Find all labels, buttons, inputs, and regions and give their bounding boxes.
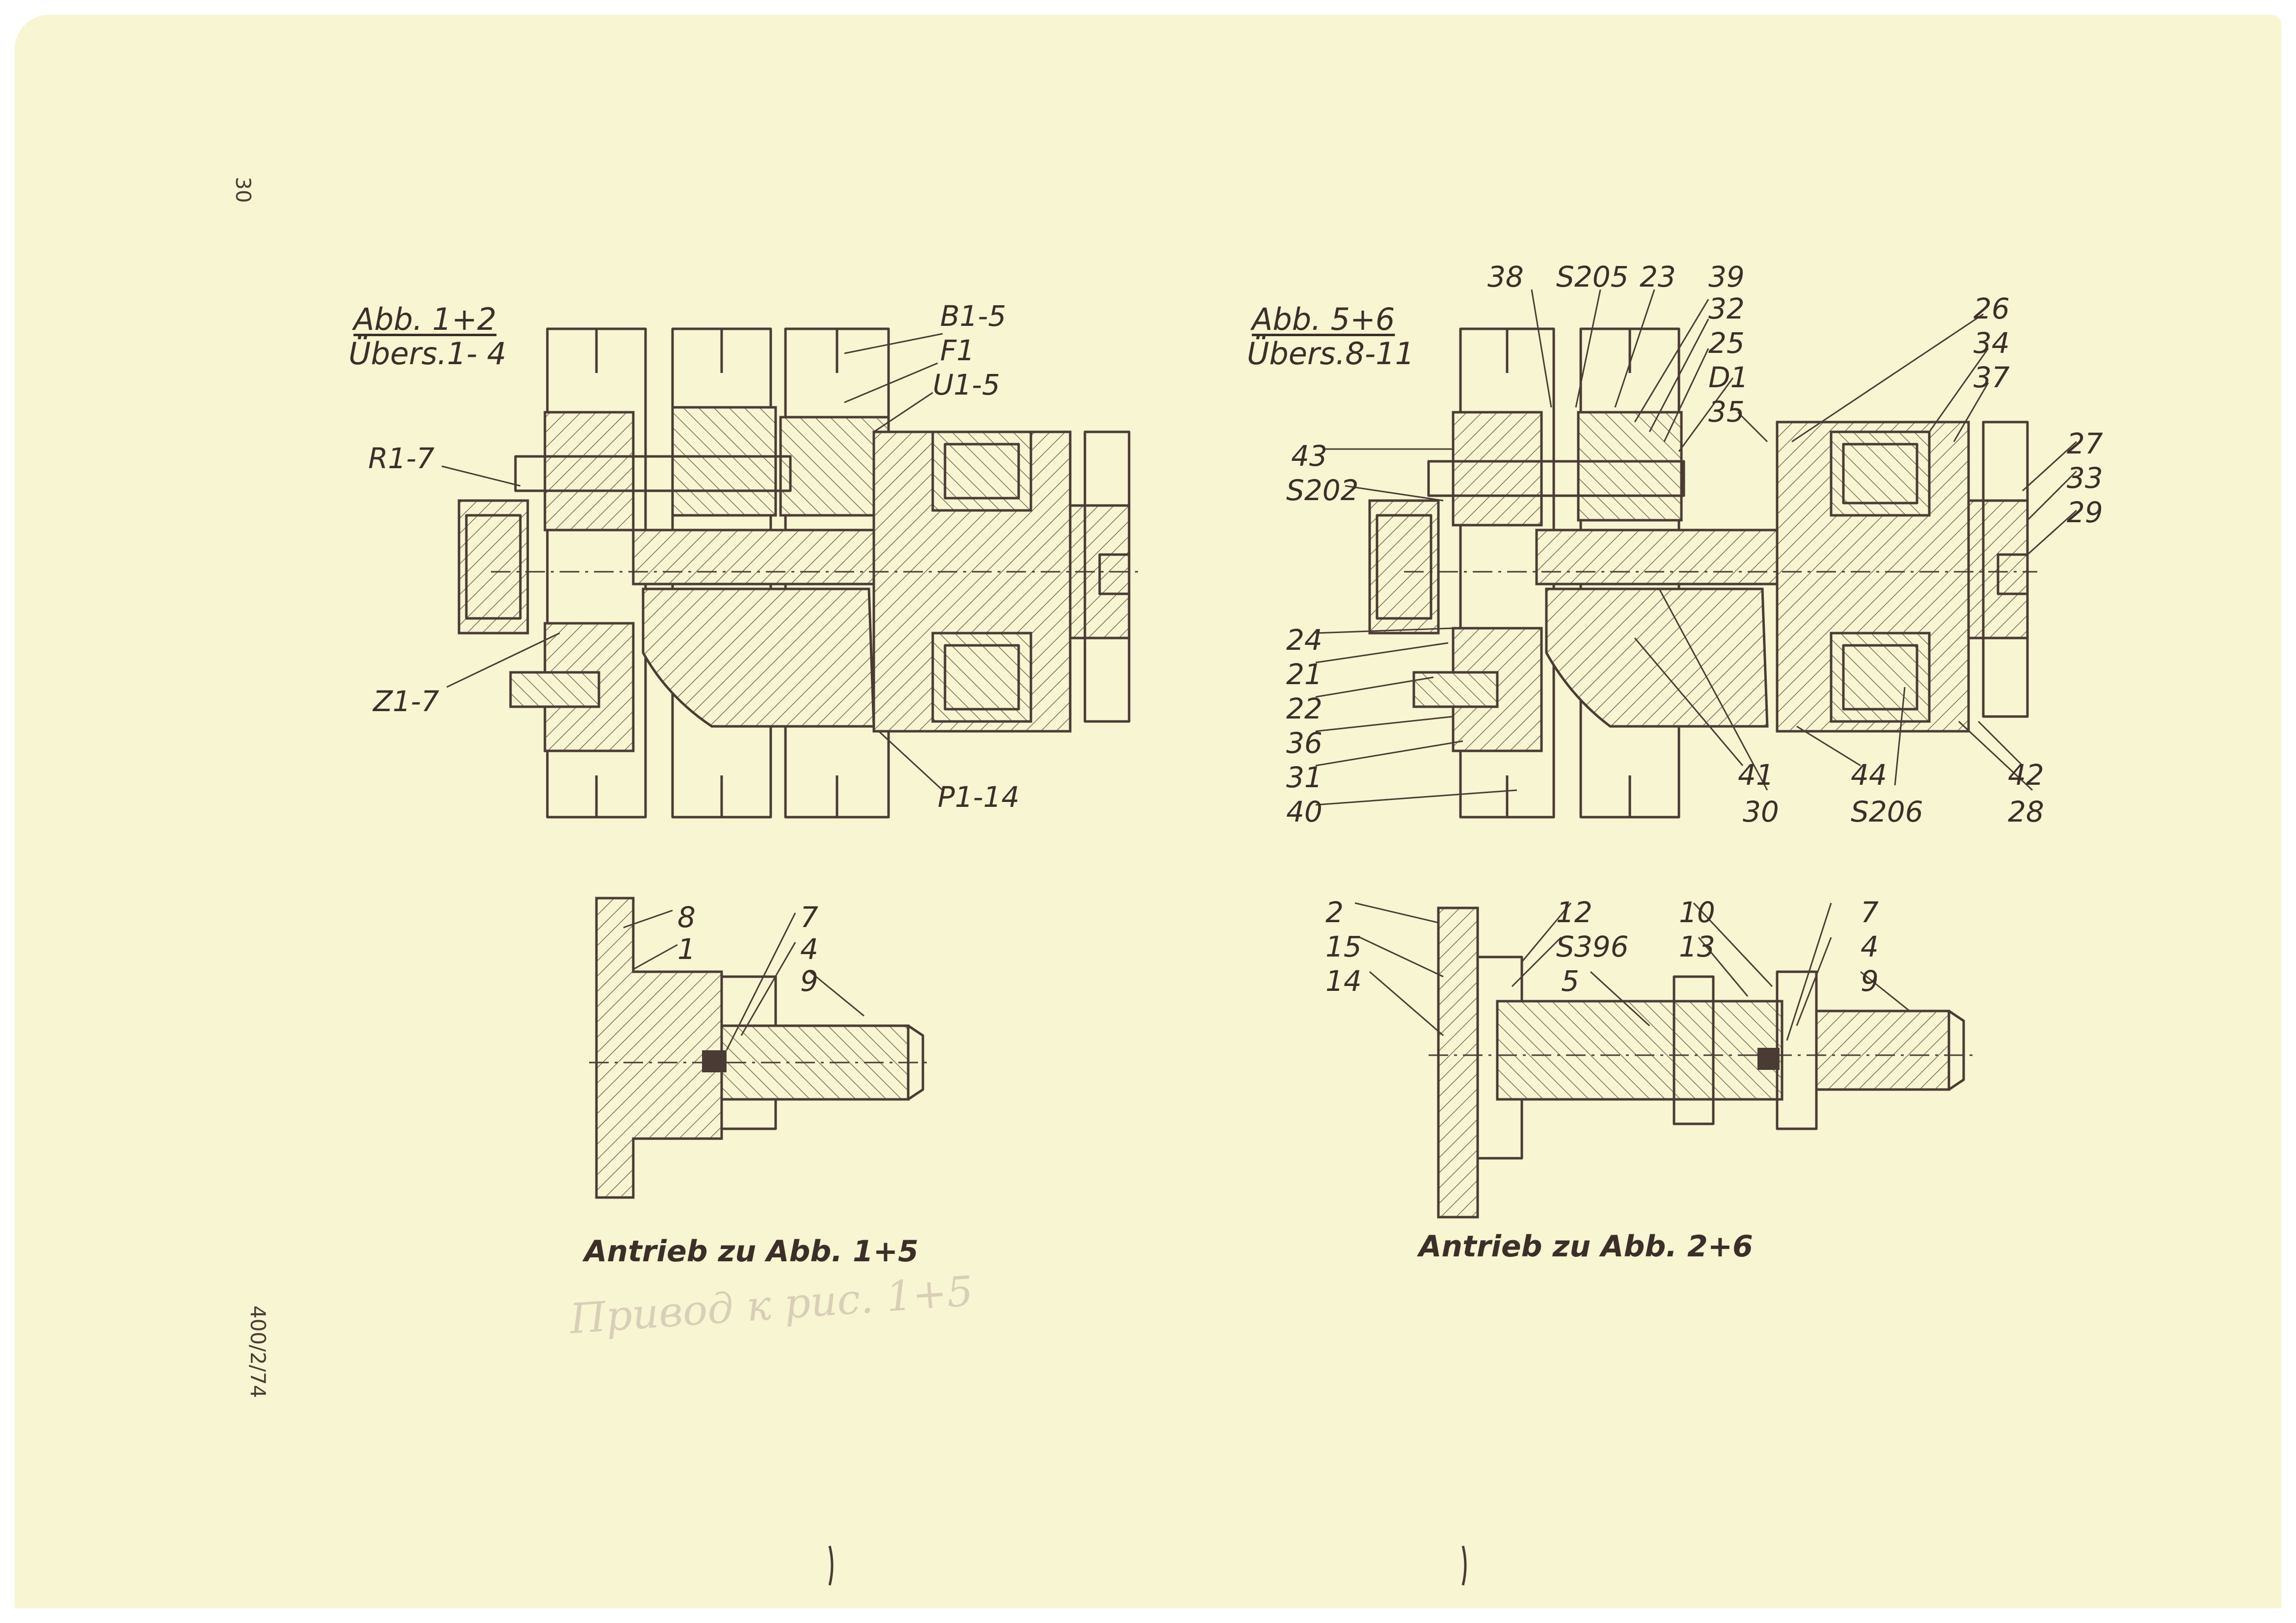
fig2-label: 40 [1286,795,1323,828]
punch-hole-right [1461,1545,1467,1586]
fig2-label: 30 [1743,795,1779,828]
fig4-label: 13 [1679,930,1715,963]
fig4-label: 7 [1861,896,1879,929]
document-code: 400/2/74 [246,1305,270,1398]
fig2-label: 25 [1708,326,1745,360]
fig2-label: 33 [2067,461,2103,495]
fig1-label: U1-5 [933,368,1000,401]
fig1-label: F1 [940,334,975,367]
fig4-label: 10 [1679,896,1715,929]
fig2-subtitle: Übers.8-11 [1247,336,1415,372]
fig2-label: 21 [1286,658,1323,691]
fig2-label: 24 [1286,623,1323,657]
fig2-label: D1 [1708,361,1749,394]
fig2-label: 41 [1738,758,1774,792]
fig4-label: 2 [1325,896,1344,929]
fig2-label: 23 [1640,260,1676,293]
punch-hole-left [828,1545,834,1586]
fig2-label: S206 [1851,795,1923,828]
fig2-label: 29 [2067,496,2103,529]
fig3-label: 1 [677,932,696,966]
fig2-label: S202 [1286,474,1359,507]
fig2-label: 31 [1286,761,1323,794]
fig2-label: 34 [1973,326,2010,360]
fig1-subtitle: Übers.1- 4 [349,336,507,372]
fig4-label: 9 [1861,964,1879,998]
fig2-label: 26 [1973,292,2010,325]
fig4-label: 5 [1561,964,1579,998]
fig2-label: 37 [1973,361,2010,394]
fig4-label: S396 [1556,930,1629,963]
fig1-label: R1-7 [368,442,435,475]
technical-drawing [441,289,2078,1586]
fig2-label: 28 [2008,795,2044,828]
fig2-label: 43 [1291,439,1327,473]
fig4-caption: Antrieb zu Abb. 2+6 [1419,1229,1753,1264]
drive-shaft-section-1-5 [589,897,933,1199]
fig1-label: B1-5 [940,299,1006,333]
fig2-label: 38 [1487,260,1524,293]
fig2-label: 27 [2067,427,2103,460]
fig4-label: 14 [1325,964,1362,998]
fig4-label: 15 [1325,930,1362,963]
fig2-label: 35 [1708,395,1745,428]
gearbox-section-abb-1-2 [441,327,1139,819]
drive-shaft-section-2-6 [1354,902,1973,1219]
fig2-label: S205 [1556,260,1629,293]
fig3-label: 9 [800,964,818,998]
page-number: 30 [231,177,255,203]
fig1-label: Z1-7 [373,685,439,718]
fig1-label: P1-14 [938,780,1020,814]
fig4-label: 4 [1861,930,1879,963]
fig2-label: 39 [1708,260,1745,293]
fig2-label: 42 [2008,758,2044,792]
fig2-title: Abb. 5+6 [1252,301,1395,337]
fig1-title: Abb. 1+2 [353,301,497,337]
fig3-caption: Antrieb zu Abb. 1+5 [584,1234,918,1269]
fig2-label: 44 [1851,758,1887,792]
fig3-label: 7 [800,901,818,934]
fig3-label: 8 [677,901,696,934]
fig2-label: 22 [1286,692,1323,725]
fig4-label: 12 [1556,896,1593,929]
drawing-sheet: 30 400/2/74 Abb. 1+2 Übers.1- 4 B1-5 F1 … [15,15,2281,1608]
fig2-label: 36 [1286,726,1323,760]
fig2-label: 32 [1708,292,1745,325]
gearbox-section-abb-5-6 [1315,289,2078,819]
fig3-label: 4 [800,932,818,966]
